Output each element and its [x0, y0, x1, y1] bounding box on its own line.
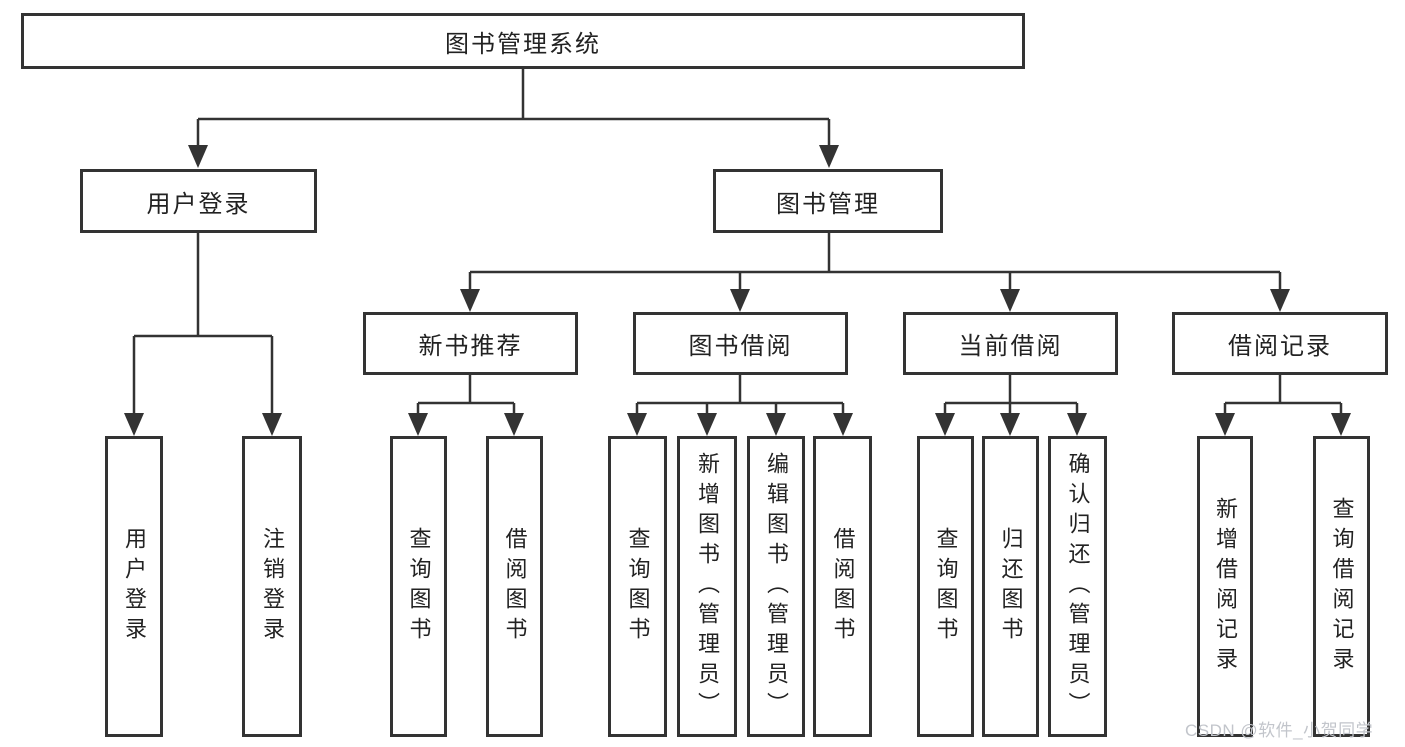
root-node-library-management-system: 图书管理系统 [21, 13, 1025, 69]
node-label: 用户登录 [146, 190, 251, 218]
leaf-label: 新增借阅记录 [1213, 496, 1238, 677]
leaf-add-book-admin: 新增图书（管理员） [677, 436, 737, 737]
leaf-query-borrow-record: 查询借阅记录 [1313, 436, 1370, 737]
leaf-logout-login: 注销登录 [242, 436, 302, 737]
leaf-user-login: 用户登录 [105, 436, 163, 737]
node-new-book-recommend: 新书推荐 [363, 312, 578, 375]
leaf-label: 查询图书 [406, 526, 432, 647]
leaf-query-book-recommend: 查询图书 [390, 436, 447, 737]
leaf-borrow-book-recommend: 借阅图书 [486, 436, 543, 737]
arrowheads [124, 145, 1351, 436]
connector-strokes [132, 69, 1343, 416]
leaf-query-book-borrow: 查询图书 [608, 436, 667, 737]
csdn-watermark: CSDN @软件_小贺同学 [1185, 721, 1374, 740]
node-user-login: 用户登录 [80, 169, 317, 233]
leaf-edit-book-admin: 编辑图书（管理员） [747, 436, 805, 737]
node-label: 图书借阅 [688, 333, 793, 360]
node-borrow-record: 借阅记录 [1172, 312, 1388, 375]
node-book-management: 图书管理 [713, 169, 943, 233]
leaf-label: 确认归还（管理员） [1065, 451, 1091, 722]
leaf-query-book-current: 查询图书 [917, 436, 974, 737]
leaf-label: 借阅图书 [830, 526, 856, 647]
leaf-borrow-book: 借阅图书 [813, 436, 872, 737]
leaf-add-borrow-record: 新增借阅记录 [1197, 436, 1253, 737]
node-label: 图书管理系统 [445, 30, 601, 58]
leaf-label: 查询图书 [933, 526, 959, 647]
leaf-label: 编辑图书（管理员） [764, 451, 789, 722]
leaf-label: 查询借阅记录 [1329, 496, 1355, 677]
node-label: 借阅记录 [1228, 333, 1332, 360]
leaf-label: 注销登录 [260, 526, 285, 647]
node-current-borrow: 当前借阅 [903, 312, 1118, 375]
leaf-label: 查询图书 [625, 526, 651, 647]
node-label: 新书推荐 [418, 333, 523, 360]
leaf-return-book: 归还图书 [982, 436, 1039, 737]
leaf-label: 用户登录 [122, 526, 147, 647]
node-book-borrow: 图书借阅 [633, 312, 848, 375]
leaf-label: 归还图书 [998, 526, 1024, 647]
leaf-confirm-return-admin: 确认归还（管理员） [1048, 436, 1107, 737]
node-label: 当前借阅 [958, 333, 1063, 360]
leaf-label: 新增图书（管理员） [695, 451, 720, 722]
node-label: 图书管理 [776, 190, 880, 218]
leaf-label: 借阅图书 [502, 526, 528, 647]
